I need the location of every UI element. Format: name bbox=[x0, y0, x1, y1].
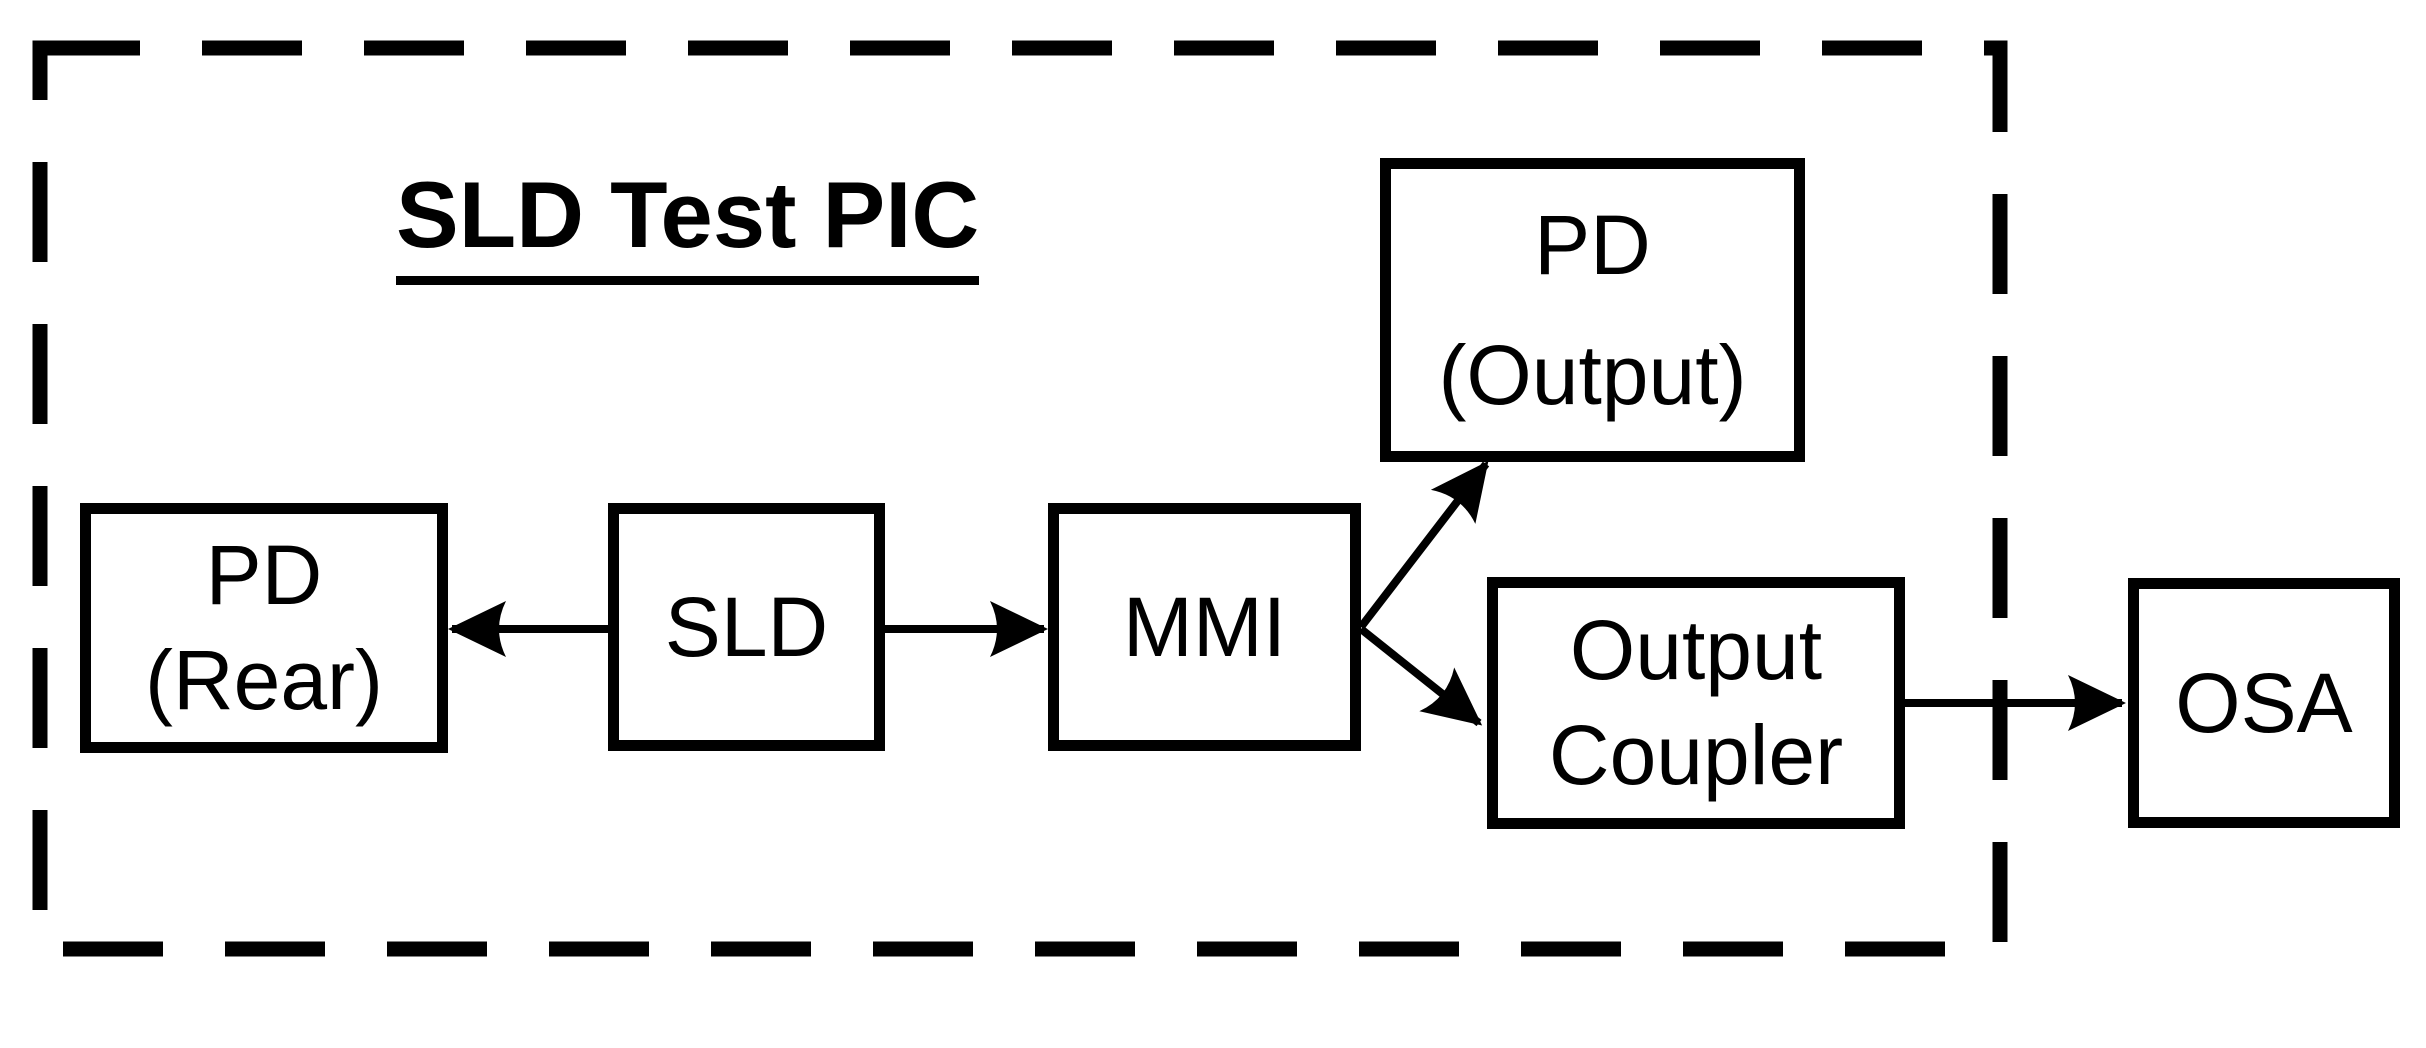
arrow-mmi-to-pd-output bbox=[1357, 460, 1490, 630]
node-pd-output: PD (Output) bbox=[1380, 158, 1805, 462]
pic-dashed-boundary bbox=[32, 40, 2008, 957]
node-osa-label: OSA bbox=[2175, 655, 2353, 750]
node-pd-rear: PD (Rear) bbox=[80, 503, 448, 753]
node-sld: SLD bbox=[608, 503, 885, 751]
node-output-coupler-label-line1: Output bbox=[1569, 603, 1823, 697]
diagram-title: SLD Test PIC bbox=[396, 168, 980, 285]
node-output-coupler: Output Coupler bbox=[1487, 577, 1905, 829]
node-pd-output-label-line2: (Output) bbox=[1438, 328, 1747, 422]
node-mmi-label: MMI bbox=[1122, 579, 1287, 674]
node-osa: OSA bbox=[2128, 578, 2400, 828]
node-pd-output-label-line1: PD bbox=[1534, 197, 1651, 292]
node-sld-label: SLD bbox=[664, 579, 829, 674]
node-output-coupler-label-line2: Coupler bbox=[1548, 708, 1844, 802]
node-mmi: MMI bbox=[1048, 503, 1361, 751]
node-pd-rear-label-line1: PD bbox=[205, 528, 323, 622]
arrow-mmi-to-output-coupler bbox=[1358, 625, 1483, 727]
node-pd-rear-label-line2: (Rear) bbox=[144, 633, 383, 727]
